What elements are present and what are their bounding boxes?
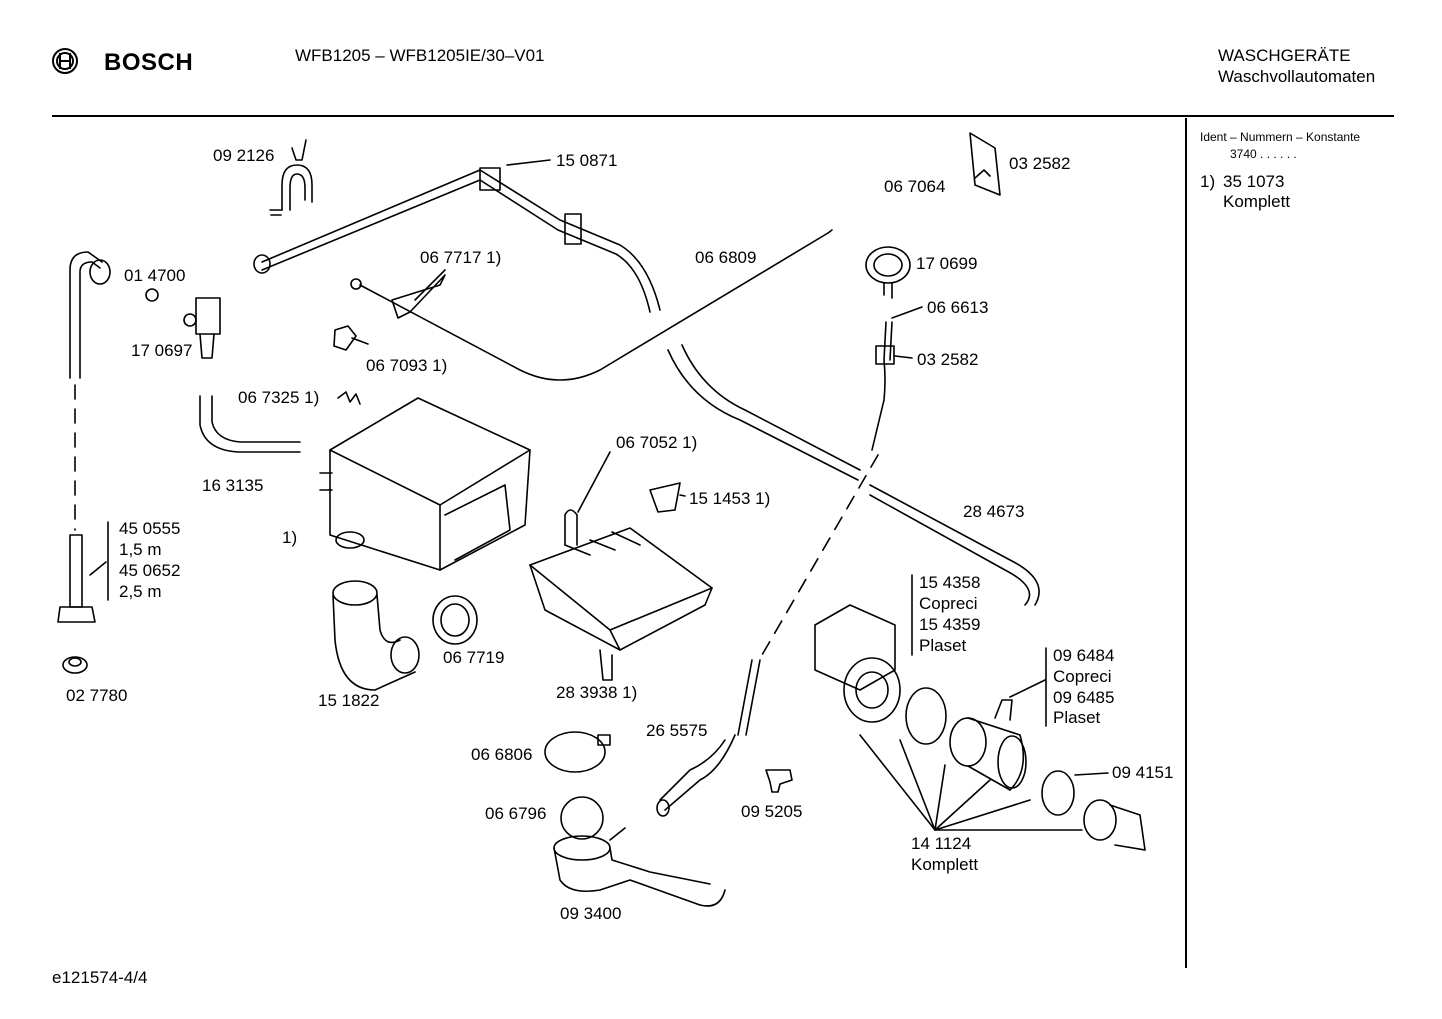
leader-066613 xyxy=(892,307,922,318)
pump-housing-icon xyxy=(950,700,1026,790)
part-label: 16 3135 xyxy=(202,476,264,495)
part-label: 45 0652 xyxy=(119,561,181,580)
part-label: Plaset xyxy=(919,636,967,655)
clip-067093-icon xyxy=(334,326,368,350)
clip-095205-icon xyxy=(766,770,792,792)
leader-067052 xyxy=(578,452,610,512)
clamp-066806-icon xyxy=(545,732,610,772)
leader-032582b xyxy=(895,356,912,358)
part-label: 15 1453 1) xyxy=(689,489,771,508)
part-label: 09 5205 xyxy=(741,802,803,821)
part-label: 03 2582 xyxy=(1009,154,1071,173)
clip-067052-icon xyxy=(565,510,577,545)
leader-150871 xyxy=(507,160,550,165)
part-label: 2,5 m xyxy=(119,582,162,601)
drain-pipe-450555-icon xyxy=(58,385,108,622)
leader-094151 xyxy=(1075,773,1108,775)
leaders-141124 xyxy=(860,735,1082,830)
note-marker: 1) xyxy=(1200,172,1216,191)
seal-ring-pump-icon xyxy=(906,688,946,744)
part-label: 1,5 m xyxy=(119,540,162,559)
bracket-032582-icon xyxy=(970,133,1000,195)
brand-name: BOSCH xyxy=(104,49,194,76)
pressure-switch-170699-icon xyxy=(866,247,910,298)
wire-066809-icon xyxy=(360,230,832,380)
clamp-092126-icon xyxy=(270,140,312,215)
part-label: 09 6485 xyxy=(1053,688,1115,707)
part-label: 09 6484 xyxy=(1053,646,1115,665)
part-label: 06 6809 xyxy=(695,248,757,267)
part-label: 09 4151 xyxy=(1112,763,1174,782)
bracket-067717-icon xyxy=(351,275,445,318)
part-label: 1) xyxy=(282,528,298,547)
subcategory-title: Waschvollautomaten xyxy=(1218,67,1376,86)
part-label: 06 6613 xyxy=(927,298,989,317)
drawer-283938-icon xyxy=(530,528,712,680)
part-label: Copreci xyxy=(1053,667,1112,686)
part-label: 06 6796 xyxy=(485,804,547,823)
sump-hose-093400-icon xyxy=(554,828,725,906)
part-label: 06 7717 1) xyxy=(420,248,502,267)
part-label: 45 0555 xyxy=(119,519,181,538)
part-label: 28 3938 1) xyxy=(556,683,638,702)
part-label: 03 2582 xyxy=(917,350,979,369)
elbow-hose-014700-icon xyxy=(70,252,158,378)
hose-066613-icon xyxy=(872,322,894,450)
part-label: Komplett xyxy=(911,855,979,874)
part-label: 15 4358 xyxy=(919,573,981,592)
part-label: 17 0699 xyxy=(916,254,978,273)
bosch-logo-icon xyxy=(52,48,78,74)
drain-hose-284673-icon xyxy=(668,345,1039,605)
note-number: 35 1073 xyxy=(1223,172,1285,191)
pump-motor-icon xyxy=(815,605,900,722)
part-label: 28 4673 xyxy=(963,502,1025,521)
part-label: 14 1124 xyxy=(911,834,972,853)
part-label: 09 3400 xyxy=(560,904,622,923)
part-label: 06 7719 xyxy=(443,648,505,667)
ball-066796-icon xyxy=(561,797,603,839)
part-label: 17 0697 xyxy=(131,341,193,360)
insert-151453-icon xyxy=(650,483,680,512)
leader-096484 xyxy=(1010,680,1045,697)
category-title: WASCHGERÄTE xyxy=(1218,46,1351,65)
filter-cap-icon xyxy=(1084,800,1145,850)
spring-067325-icon xyxy=(338,392,360,404)
seal-067719-icon xyxy=(433,596,477,644)
part-label: 06 7093 1) xyxy=(366,356,448,375)
part-label: 06 7052 1) xyxy=(616,433,698,452)
seal-ring-094151-icon xyxy=(1042,771,1074,815)
plug-027780-icon xyxy=(63,657,87,673)
part-label: 15 0871 xyxy=(556,151,618,170)
note-text: Komplett xyxy=(1223,192,1291,211)
part-label: Plaset xyxy=(1053,708,1101,727)
bellow-151822-icon xyxy=(333,581,419,690)
leader-067717 xyxy=(415,270,445,300)
part-label: 06 7325 1) xyxy=(238,388,320,407)
dashed-link xyxy=(762,455,878,655)
model-title: WFB1205 – WFB1205IE/30–V01 xyxy=(295,46,545,65)
part-label: 09 2126 xyxy=(213,146,275,165)
footer-code: e121574-4/4 xyxy=(52,968,148,987)
hose-163135-icon xyxy=(200,396,300,452)
ident-constant: 3740 . . . . . . xyxy=(1230,147,1297,161)
part-label: 15 4359 xyxy=(919,615,981,634)
part-label: 26 5575 xyxy=(646,721,708,740)
part-label: 02 7780 xyxy=(66,686,128,705)
part-label: Copreci xyxy=(919,594,978,613)
dispenser-housing-icon xyxy=(320,398,530,570)
part-label: 06 6806 xyxy=(471,745,533,764)
inlet-hose-150871-icon xyxy=(254,168,660,312)
leader-151453 xyxy=(680,495,685,496)
hose-265575-icon xyxy=(657,660,760,816)
part-label: 01 4700 xyxy=(124,266,186,285)
part-label: 15 1822 xyxy=(318,691,380,710)
ident-title: Ident – Nummern – Konstante xyxy=(1200,130,1361,144)
valve-170697-icon xyxy=(184,298,220,358)
part-label: 06 7064 xyxy=(884,177,946,196)
